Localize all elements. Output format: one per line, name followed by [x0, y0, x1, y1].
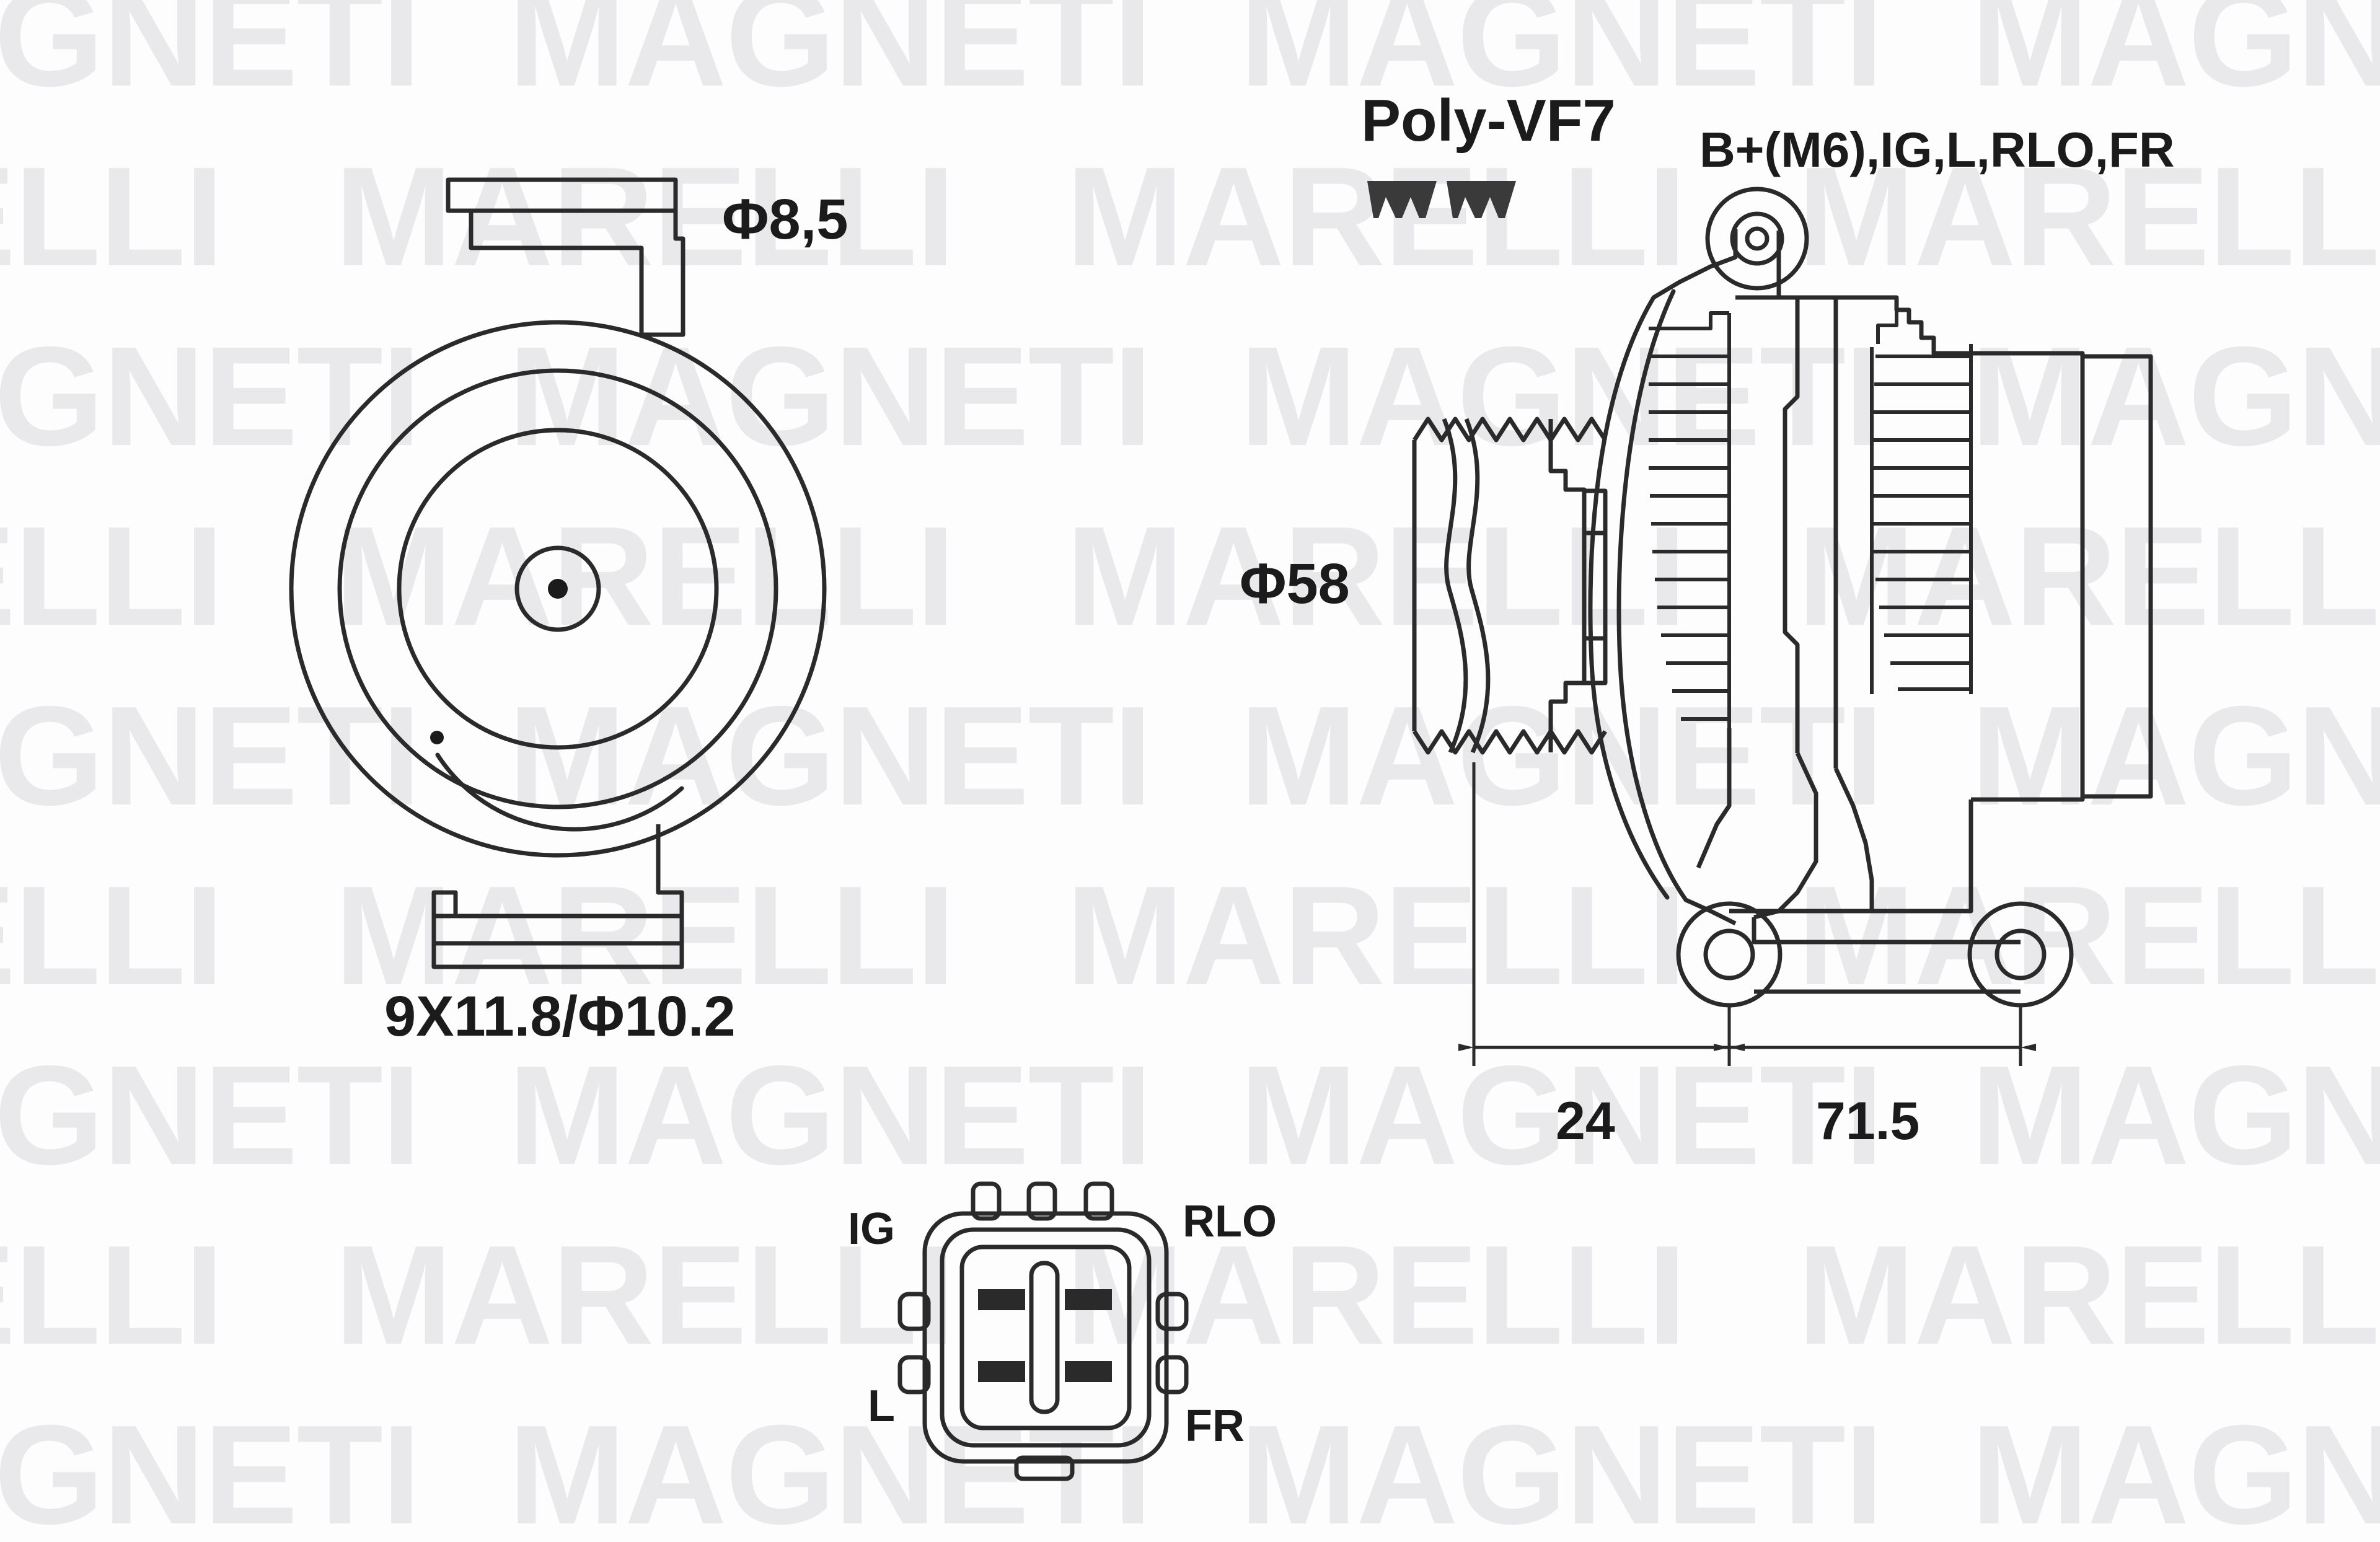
label-connector-pin-rlo: RLO: [1183, 1197, 1277, 1246]
lower-mount-bracket: [1676, 728, 2074, 1008]
lower-mid-taper: [1753, 752, 1818, 920]
belt-profile-symbols: [1367, 181, 1516, 218]
belt-profile-icon-2: [1447, 181, 1516, 218]
front-view-drive-end: [289, 177, 827, 969]
b-plus-boss-mid: [1730, 211, 1784, 266]
rear-cover-outline: [1971, 351, 2153, 802]
label-dim-24: 24: [1556, 1091, 1615, 1151]
housing-mid-circle: [337, 368, 778, 809]
b-plus-boss-outer: [1705, 187, 1809, 291]
mount-ear-left-outer: [1676, 901, 1783, 1008]
mount-ear-right-outer: [1967, 901, 2074, 1008]
label-mount-slot-spec: 9X11.8/Φ10.2: [384, 985, 736, 1048]
rotor-circle: [397, 428, 719, 750]
rear-cover-box: [1971, 351, 2153, 802]
connector-center-rib: [1029, 1261, 1060, 1414]
connector-latch-3: [1083, 1181, 1114, 1221]
connector-terminals: [978, 1289, 1112, 1382]
label-pulley-dia: Φ58: [1240, 552, 1350, 615]
lower-right-taper: [1833, 767, 1874, 911]
pulley-profile-a: [1442, 418, 1468, 754]
pulley-ribs-bottom: [1413, 729, 1607, 755]
connector-side-tab-l1: [897, 1292, 931, 1331]
label-connector-pin-fr: FR: [1185, 1401, 1245, 1451]
label-pulley-bolt-dia: Φ8,5: [722, 188, 848, 251]
lower-left-taper: [1685, 897, 1737, 926]
alternator-body-outline: [1652, 187, 2082, 356]
b-plus-boss-hole: [1745, 226, 1770, 251]
top-mount-lug: [446, 177, 685, 337]
belt-profile-icon-1: [1367, 181, 1437, 218]
connector-latch-1: [971, 1181, 1002, 1221]
terminal-FR: [1065, 1361, 1112, 1382]
connector-shell-outer: [922, 1211, 1169, 1464]
connector-pinout-view: [897, 1181, 1189, 1481]
label-dim-71-5: 71.5: [1816, 1091, 1920, 1151]
bottom-mount-foot: [431, 824, 684, 969]
connector-side-tab-r2: [1155, 1355, 1189, 1394]
housing-front-arc: [1588, 295, 1670, 900]
label-connector-pin-l: L: [868, 1381, 895, 1431]
fin-top-step: [1649, 311, 1729, 330]
connector-cavity: [959, 1245, 1132, 1430]
bracket-step: [1752, 917, 2021, 945]
label-terminals-spec: B+(M6),IG,L,RLO,FR: [1699, 122, 2175, 177]
mid-panel-left-rib: [1783, 297, 1800, 753]
pulley-ribs-top: [1413, 416, 1607, 443]
lower-fin-taper: [1696, 728, 1732, 869]
bracket-top-plate: [1729, 800, 1973, 914]
shaft-boss-circle: [514, 545, 601, 632]
terminal-IG: [978, 1289, 1025, 1310]
terminal-RLO: [1065, 1289, 1112, 1310]
casting-mark-dot: [430, 731, 444, 744]
pulley-v-ribbed: [1412, 416, 1608, 755]
connector-shell-mid: [940, 1227, 1152, 1448]
housing-outer-circle: [289, 320, 827, 858]
connector-latch-2: [1026, 1181, 1057, 1221]
pulley-profile-b: [1464, 418, 1491, 754]
terminal-L: [978, 1361, 1025, 1382]
rotor-inner-arc: [435, 752, 684, 832]
drive-end-housing: [1588, 289, 1688, 902]
mount-ear-right-hole: [1994, 928, 2047, 980]
shaft-center-dot: [548, 579, 568, 599]
terminal-stalk-left: [1652, 229, 1738, 300]
connector-bottom-tab: [1014, 1455, 1075, 1481]
body-mid-panel: [1783, 297, 1838, 769]
connector-side-tab-r1: [1155, 1292, 1189, 1331]
body-top-edge: [1776, 231, 2082, 356]
connector-side-tab-l2: [897, 1355, 931, 1394]
housing-front-arc-2: [1616, 289, 1688, 902]
rfin-step: [1876, 310, 1898, 344]
mount-ear-left-hole: [1703, 928, 1755, 980]
label-connector-pin-ig: IG: [848, 1204, 896, 1254]
pulley-hub-step: [1548, 419, 1587, 752]
label-belt-type: Poly-VF7: [1361, 87, 1616, 154]
cooling-fins-front: [1649, 311, 1731, 728]
cooling-fins-rear: [1870, 310, 1973, 694]
dimension-lines: [1458, 762, 2036, 1066]
